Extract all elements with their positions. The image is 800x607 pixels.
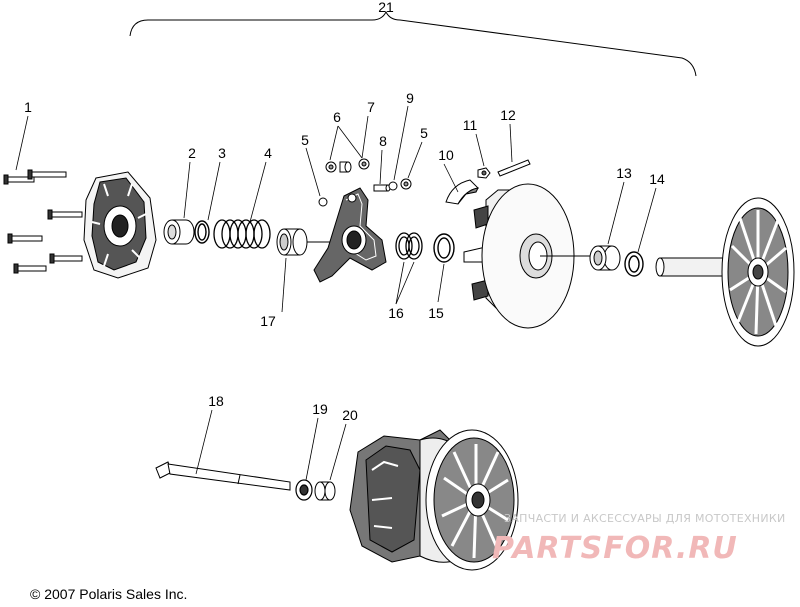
callout-2: 2 bbox=[188, 145, 196, 161]
callout-14: 14 bbox=[649, 171, 665, 187]
callout-labels: 21 1 2 3 4 5 5 6 7 8 9 10 11 12 13 14 15… bbox=[24, 0, 665, 423]
callout-16: 16 bbox=[388, 305, 404, 321]
nut-part-11 bbox=[477, 167, 491, 179]
spring-part-4 bbox=[213, 219, 271, 249]
callout-5-left: 5 bbox=[301, 132, 309, 148]
callout-21: 21 bbox=[378, 0, 394, 15]
sleeve-part-17 bbox=[276, 228, 330, 256]
fixed-sheave bbox=[655, 197, 795, 347]
washer-part-19 bbox=[295, 479, 313, 501]
callout-10: 10 bbox=[438, 147, 454, 163]
callout-12: 12 bbox=[500, 107, 516, 123]
callout-3: 3 bbox=[218, 145, 226, 161]
washers-part-16 bbox=[395, 232, 423, 260]
callout-15: 15 bbox=[428, 305, 444, 321]
seal-part-14 bbox=[624, 251, 644, 277]
callout-7: 7 bbox=[367, 99, 375, 115]
watermark: ЗАПЧАСТИ И АКСЕССУАРЫ ДЛЯ МОТОТЕХНИКИ PA… bbox=[492, 512, 786, 566]
bolts-part bbox=[3, 169, 83, 274]
assembled-clutch bbox=[349, 429, 519, 571]
weight-part-10 bbox=[445, 179, 480, 205]
spacer-part-20 bbox=[314, 481, 336, 501]
callout-17: 17 bbox=[260, 313, 276, 329]
callout-19: 19 bbox=[312, 401, 328, 417]
bolt-part-18 bbox=[155, 461, 291, 491]
callout-8: 8 bbox=[379, 133, 387, 149]
leader-lines bbox=[15, 105, 657, 481]
seal-part-3 bbox=[194, 220, 210, 244]
callout-20: 20 bbox=[342, 407, 358, 423]
callout-1: 1 bbox=[24, 99, 32, 115]
callout-11: 11 bbox=[463, 117, 478, 133]
callout-6: 6 bbox=[333, 109, 341, 125]
assembly-bracket bbox=[129, 10, 697, 77]
watermark-tagline: ЗАПЧАСТИ И АКСЕССУАРЫ ДЛЯ МОТОТЕХНИКИ bbox=[504, 512, 786, 525]
callout-5-right: 5 bbox=[420, 125, 428, 141]
pin-part-12 bbox=[497, 159, 531, 177]
callout-9: 9 bbox=[406, 90, 414, 106]
callout-13: 13 bbox=[616, 165, 632, 181]
moveable-sheave bbox=[463, 183, 596, 329]
spider-part bbox=[313, 187, 387, 283]
copyright-notice: © 2007 Polaris Sales Inc. bbox=[30, 586, 188, 602]
watermark-logo: PARTSFOR.RU bbox=[492, 531, 738, 566]
callout-4: 4 bbox=[264, 145, 272, 161]
clutch-cover bbox=[83, 171, 157, 279]
callout-18: 18 bbox=[208, 393, 224, 409]
seal-part-15 bbox=[433, 233, 455, 263]
bushing-part-13 bbox=[589, 245, 621, 271]
bushing-part-2 bbox=[163, 219, 195, 245]
small-hardware bbox=[318, 158, 412, 207]
